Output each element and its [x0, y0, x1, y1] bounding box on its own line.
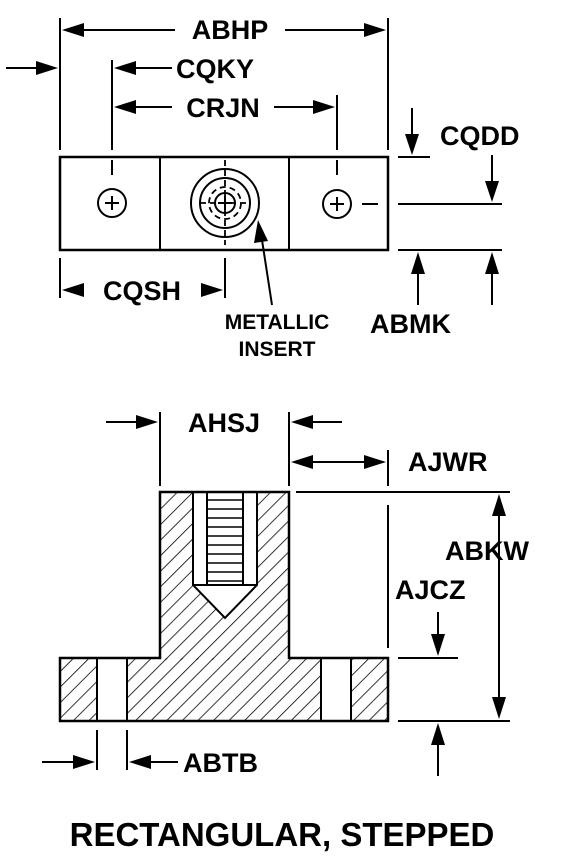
- label-abmk: ABMK: [370, 309, 451, 339]
- dimension-cqsh: CQSH: [59, 258, 226, 306]
- label-metallic-insert-line2: INSERT: [238, 338, 315, 361]
- label-cqsh: CQSH: [103, 276, 181, 306]
- top-view-body: [58, 155, 390, 252]
- dimension-abmk: ABMK: [370, 249, 502, 339]
- left-offset-arrow: [6, 61, 58, 75]
- dimension-ahsj: AHSJ: [106, 408, 342, 486]
- label-ajcz: AJCZ: [395, 575, 466, 605]
- right-hole: [322, 160, 378, 219]
- dimension-abtb: ABTB: [42, 730, 258, 778]
- label-metallic-insert-line1: METALLIC: [225, 311, 330, 334]
- dimension-abkw: ABKW: [296, 491, 529, 722]
- dimension-cqky: CQKY: [111, 54, 254, 150]
- label-cqky: CQKY: [176, 54, 254, 84]
- dimension-cqdd: CQDD: [398, 108, 520, 205]
- dimension-ajwr: AJWR: [291, 447, 488, 486]
- metallic-insert-callout: METALLIC INSERT: [225, 220, 330, 361]
- left-hole: [97, 160, 127, 218]
- label-abtb: ABTB: [183, 748, 258, 778]
- dimension-abhp: ABHP: [59, 15, 389, 150]
- label-cqdd: CQDD: [440, 121, 520, 151]
- dimension-crjn: CRJN: [114, 93, 338, 150]
- section-view: AHSJ AJWR ABKW AJCZ: [42, 408, 529, 778]
- dimension-ajcz: AJCZ: [387, 505, 466, 776]
- label-ahsj: AHSJ: [188, 408, 260, 438]
- threaded-bore: [192, 492, 258, 620]
- label-crjn: CRJN: [186, 93, 260, 123]
- metallic-insert-symbol: [190, 160, 260, 245]
- label-abhp: ABHP: [192, 15, 269, 45]
- label-ajwr: AJWR: [408, 447, 488, 477]
- top-view: ABHP CQKY CRJN: [6, 15, 520, 361]
- label-abkw: ABKW: [445, 536, 529, 566]
- figure-caption: RECTANGULAR, STEPPED: [70, 816, 495, 853]
